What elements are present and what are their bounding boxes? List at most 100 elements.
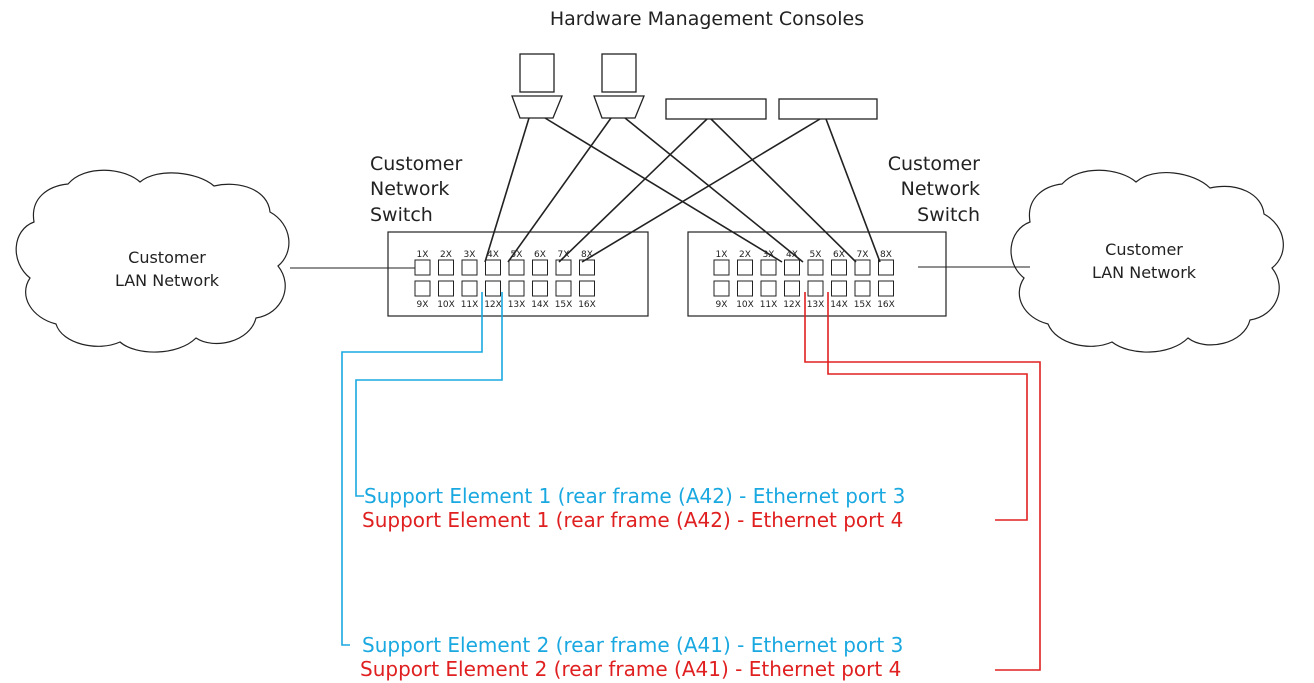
left-port-label-1x: 1X <box>417 250 429 260</box>
left-port-9x <box>414 280 431 297</box>
switch-right-ports: 1X 2X 3X 4X 5X 6X 7X 8X 9X 10X 11X 12X 13X 14X 15X 16X <box>713 250 895 310</box>
right-port-label-9x: 9X <box>716 300 728 310</box>
right-port-label-12x: 12X <box>783 300 801 310</box>
right-port-1x <box>713 259 730 276</box>
right-port-2x <box>737 259 753 276</box>
left-port-label-16x: 16X <box>578 300 596 310</box>
hmc1-to-right-3x <box>544 117 783 263</box>
right-port-5x <box>807 259 824 276</box>
port3-cables <box>341 292 503 646</box>
left-port-label-13x: 13X <box>508 300 526 310</box>
left-port-14x <box>532 280 548 297</box>
right-port-label-2x: 2X <box>739 250 751 260</box>
right-port-3x <box>760 259 777 276</box>
left-port-10x <box>438 280 454 297</box>
label-se1-port3: Support Element 1 (rear frame (A42) - Et… <box>364 484 905 508</box>
right-port-label-8x: 8X <box>880 250 892 260</box>
right-port-7x <box>854 259 871 276</box>
lan-label-right-line1: Customer <box>1105 240 1183 259</box>
hmc-links <box>484 117 881 263</box>
right-port-label-3x: 3X <box>763 250 775 260</box>
hmc4-to-left-7x <box>581 118 821 263</box>
right-port-label-10x: 10X <box>736 300 754 310</box>
switch-label-right-line2: Network <box>901 178 980 200</box>
hmc1-to-left-3x <box>484 117 530 263</box>
switch-label-left-line1: Customer <box>370 153 462 175</box>
right-port-16x <box>878 280 894 297</box>
right-port-label-1x: 1X <box>716 250 728 260</box>
switch-label-left-line2: Network <box>370 178 449 200</box>
cable-se2-port3 <box>341 292 483 646</box>
left-port-5x <box>508 259 525 276</box>
left-port-label-11x: 11X <box>461 300 479 310</box>
left-port-4x <box>485 259 501 276</box>
right-port-14x <box>831 280 847 297</box>
hmc-console-1 <box>511 53 563 119</box>
right-port-6x <box>831 259 847 276</box>
right-port-label-6x: 6X <box>833 250 845 260</box>
left-port-label-14x: 14X <box>531 300 549 310</box>
right-port-label-7x: 7X <box>857 250 869 260</box>
customer-lan-cloud-right <box>1010 169 1284 353</box>
left-port-11x <box>461 280 478 297</box>
hmc2-to-right-4x <box>624 117 804 263</box>
label-se2-port4: Support Element 2 (rear frame (A41) - Et… <box>360 657 901 681</box>
switch-label-left-line3: Switch <box>370 204 433 226</box>
right-port-11x <box>760 280 777 297</box>
left-port-12x <box>485 280 501 297</box>
right-port-10x <box>737 280 753 297</box>
left-port-label-15x: 15X <box>555 300 573 310</box>
right-port-9x <box>713 280 730 297</box>
right-port-label-4x: 4X <box>786 250 798 260</box>
left-port-3x <box>461 259 478 276</box>
right-port-15x <box>854 280 871 297</box>
right-port-label-16x: 16X <box>877 300 895 310</box>
lan-label-left-line2: LAN Network <box>115 271 220 290</box>
switch-label-right-line1: Customer <box>888 153 980 175</box>
left-port-label-7x: 7X <box>558 250 570 260</box>
hmc4-to-right-7x <box>825 118 881 263</box>
customer-lan-cloud-left <box>15 169 290 353</box>
diagram-title: Hardware Management Consoles <box>550 8 864 30</box>
cable-se2-port4 <box>804 292 1041 671</box>
cable-se1-port4 <box>827 292 1028 521</box>
right-port-label-11x: 11X <box>760 300 778 310</box>
left-port-label-6x: 6X <box>534 250 546 260</box>
right-port-label-14x: 14X <box>830 300 848 310</box>
right-port-4x <box>784 259 800 276</box>
port4-cables <box>804 292 1041 671</box>
hmc2-to-left-4x <box>507 117 612 263</box>
left-port-1x <box>414 259 431 276</box>
right-port-13x <box>807 280 824 297</box>
right-port-label-5x: 5X <box>810 250 822 260</box>
hmc-console-2 <box>593 53 645 119</box>
hmc3-to-left-6x <box>558 118 708 263</box>
left-port-13x <box>508 280 525 297</box>
left-port-label-5x: 5X <box>511 250 523 260</box>
left-port-label-3x: 3X <box>464 250 476 260</box>
left-port-label-4x: 4X <box>487 250 499 260</box>
left-port-label-10x: 10X <box>437 300 455 310</box>
hmc3-to-right-6x <box>710 118 857 263</box>
lan-label-left-line1: Customer <box>128 248 206 267</box>
network-switch-left <box>387 231 649 317</box>
right-port-label-13x: 13X <box>807 300 825 310</box>
right-port-12x <box>784 280 800 297</box>
left-port-label-8x: 8X <box>581 250 593 260</box>
left-port-8x <box>579 259 595 276</box>
lan-label-right-line2: LAN Network <box>1092 263 1197 282</box>
label-se1-port4: Support Element 1 (rear frame (A42) - Et… <box>362 508 903 532</box>
left-port-7x <box>555 259 572 276</box>
cable-se1-port3 <box>355 292 503 497</box>
label-se2-port3: Support Element 2 (rear frame (A41) - Et… <box>362 633 903 657</box>
switch-label-right-line3: Switch <box>917 204 980 226</box>
left-port-label-12x: 12X <box>484 300 502 310</box>
right-port-label-15x: 15X <box>854 300 872 310</box>
left-port-2x <box>438 259 454 276</box>
network-switch-right <box>687 231 947 317</box>
hmc-rack-console-1 <box>665 98 767 120</box>
left-port-6x <box>532 259 548 276</box>
left-port-label-2x: 2X <box>440 250 452 260</box>
